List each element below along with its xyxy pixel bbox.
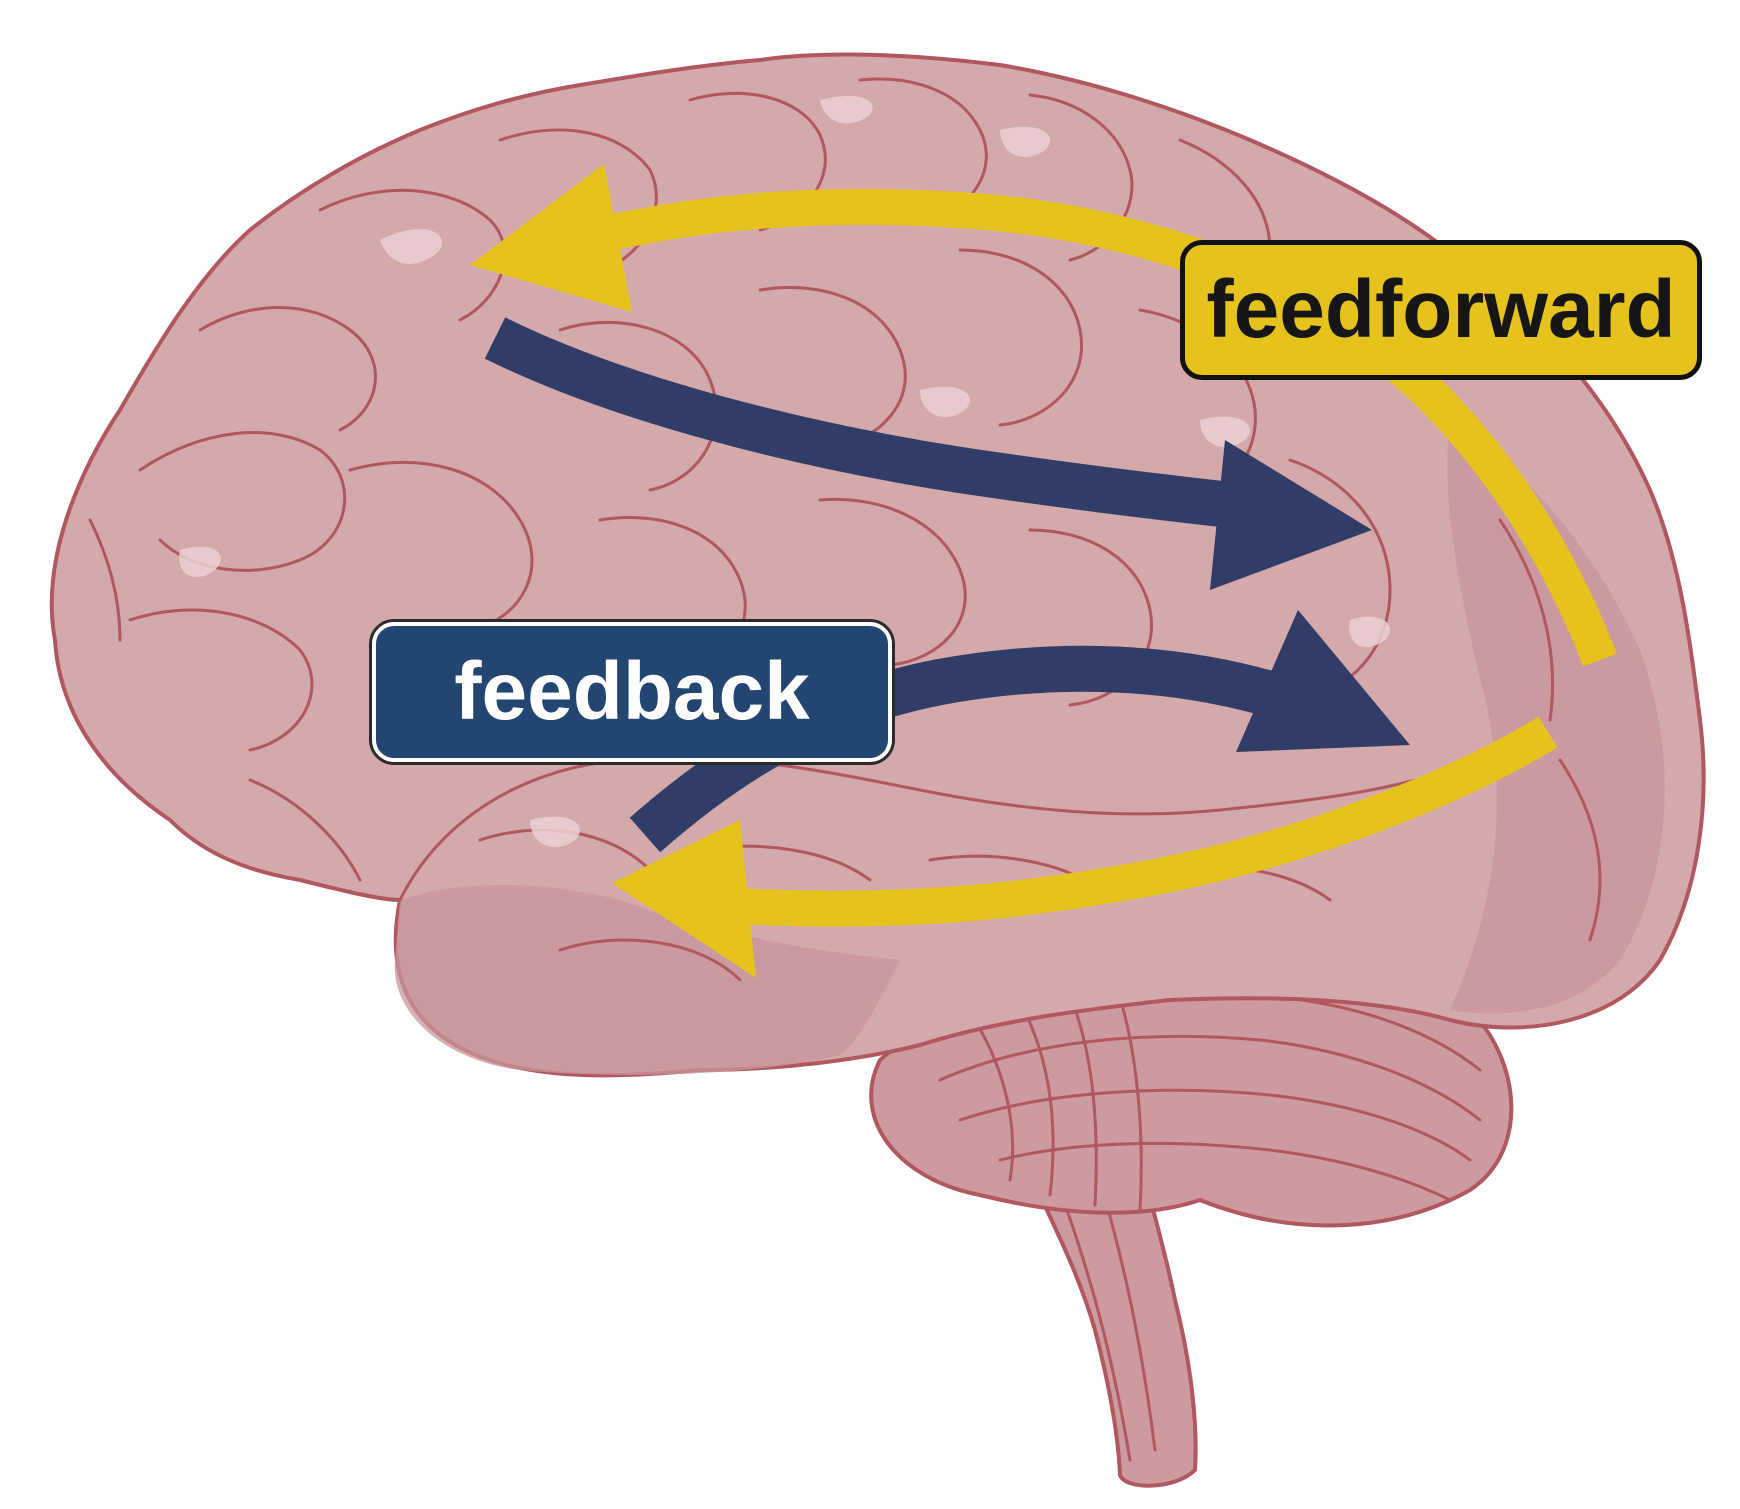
feedforward-label-text: feedforward	[1206, 264, 1676, 355]
feedforward-arrow-bottom	[718, 716, 1558, 927]
feedforward-label: feedforward	[1180, 240, 1702, 380]
feedback-label-text: feedback	[454, 646, 810, 737]
feedback-arrowhead-top	[1210, 440, 1372, 590]
feedback-arrows	[484, 317, 1410, 853]
brain-stem	[1006, 1127, 1198, 1488]
feedback-arrow-top	[484, 317, 1233, 528]
feedforward-arrowhead-bottom	[612, 820, 756, 978]
feedback-arrowhead-bottom	[1236, 610, 1410, 752]
feedback-arrow-bottom	[629, 645, 1297, 853]
feedback-label: feedback	[372, 622, 892, 762]
feedforward-arrowhead-top	[470, 164, 632, 312]
